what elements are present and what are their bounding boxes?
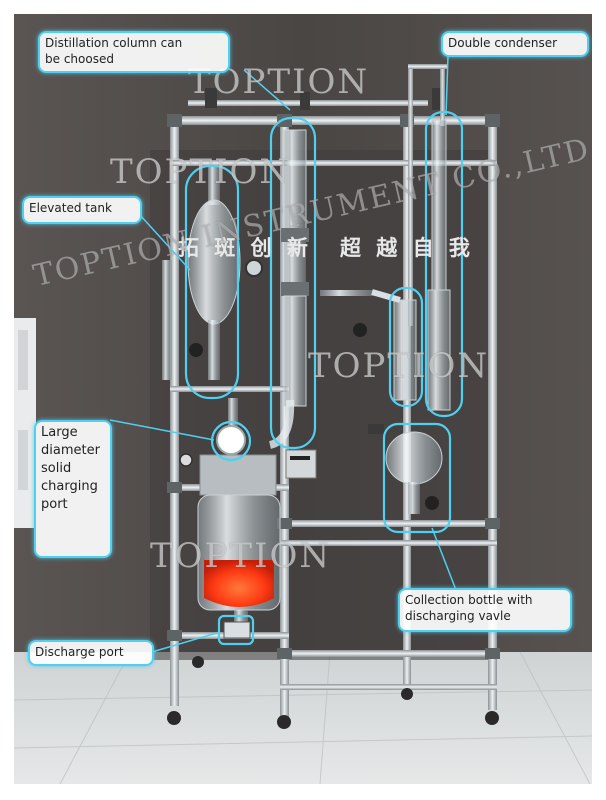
watermark-brand-2: TOPTION: [110, 152, 292, 192]
label-distillation-column: Distillation column can be choosed: [38, 31, 230, 73]
label-elevated-tank: Elevated tank: [22, 196, 142, 224]
label-double-condenser: Double condenser: [441, 31, 589, 57]
watermark-brand-4: TOPTION: [150, 536, 332, 576]
distillation-column: [245, 129, 375, 449]
charging-port-cap: [216, 425, 246, 455]
floor: [14, 652, 592, 784]
elevated-tank: [162, 165, 241, 380]
panel-slogan-right: 超 越 自 我: [340, 236, 474, 260]
watermark-brand-3: TOPTION: [308, 346, 490, 386]
collection-bottle: [368, 424, 443, 514]
label-collection-bottle: Collection bottle with discharging vavle: [398, 588, 572, 632]
highlight-outlines: [184, 110, 464, 646]
reactor-liquid: [204, 560, 274, 607]
double-condenser: [371, 119, 451, 411]
label-discharge-port: Discharge port: [28, 640, 154, 666]
panel-slogan-left: 拓 斑 创 新: [178, 236, 312, 260]
label-charging-port: Large diameter solid charging port: [34, 420, 112, 558]
control-box: [285, 449, 317, 479]
top-piping: [188, 64, 448, 326]
leader-lines: [109, 55, 457, 653]
